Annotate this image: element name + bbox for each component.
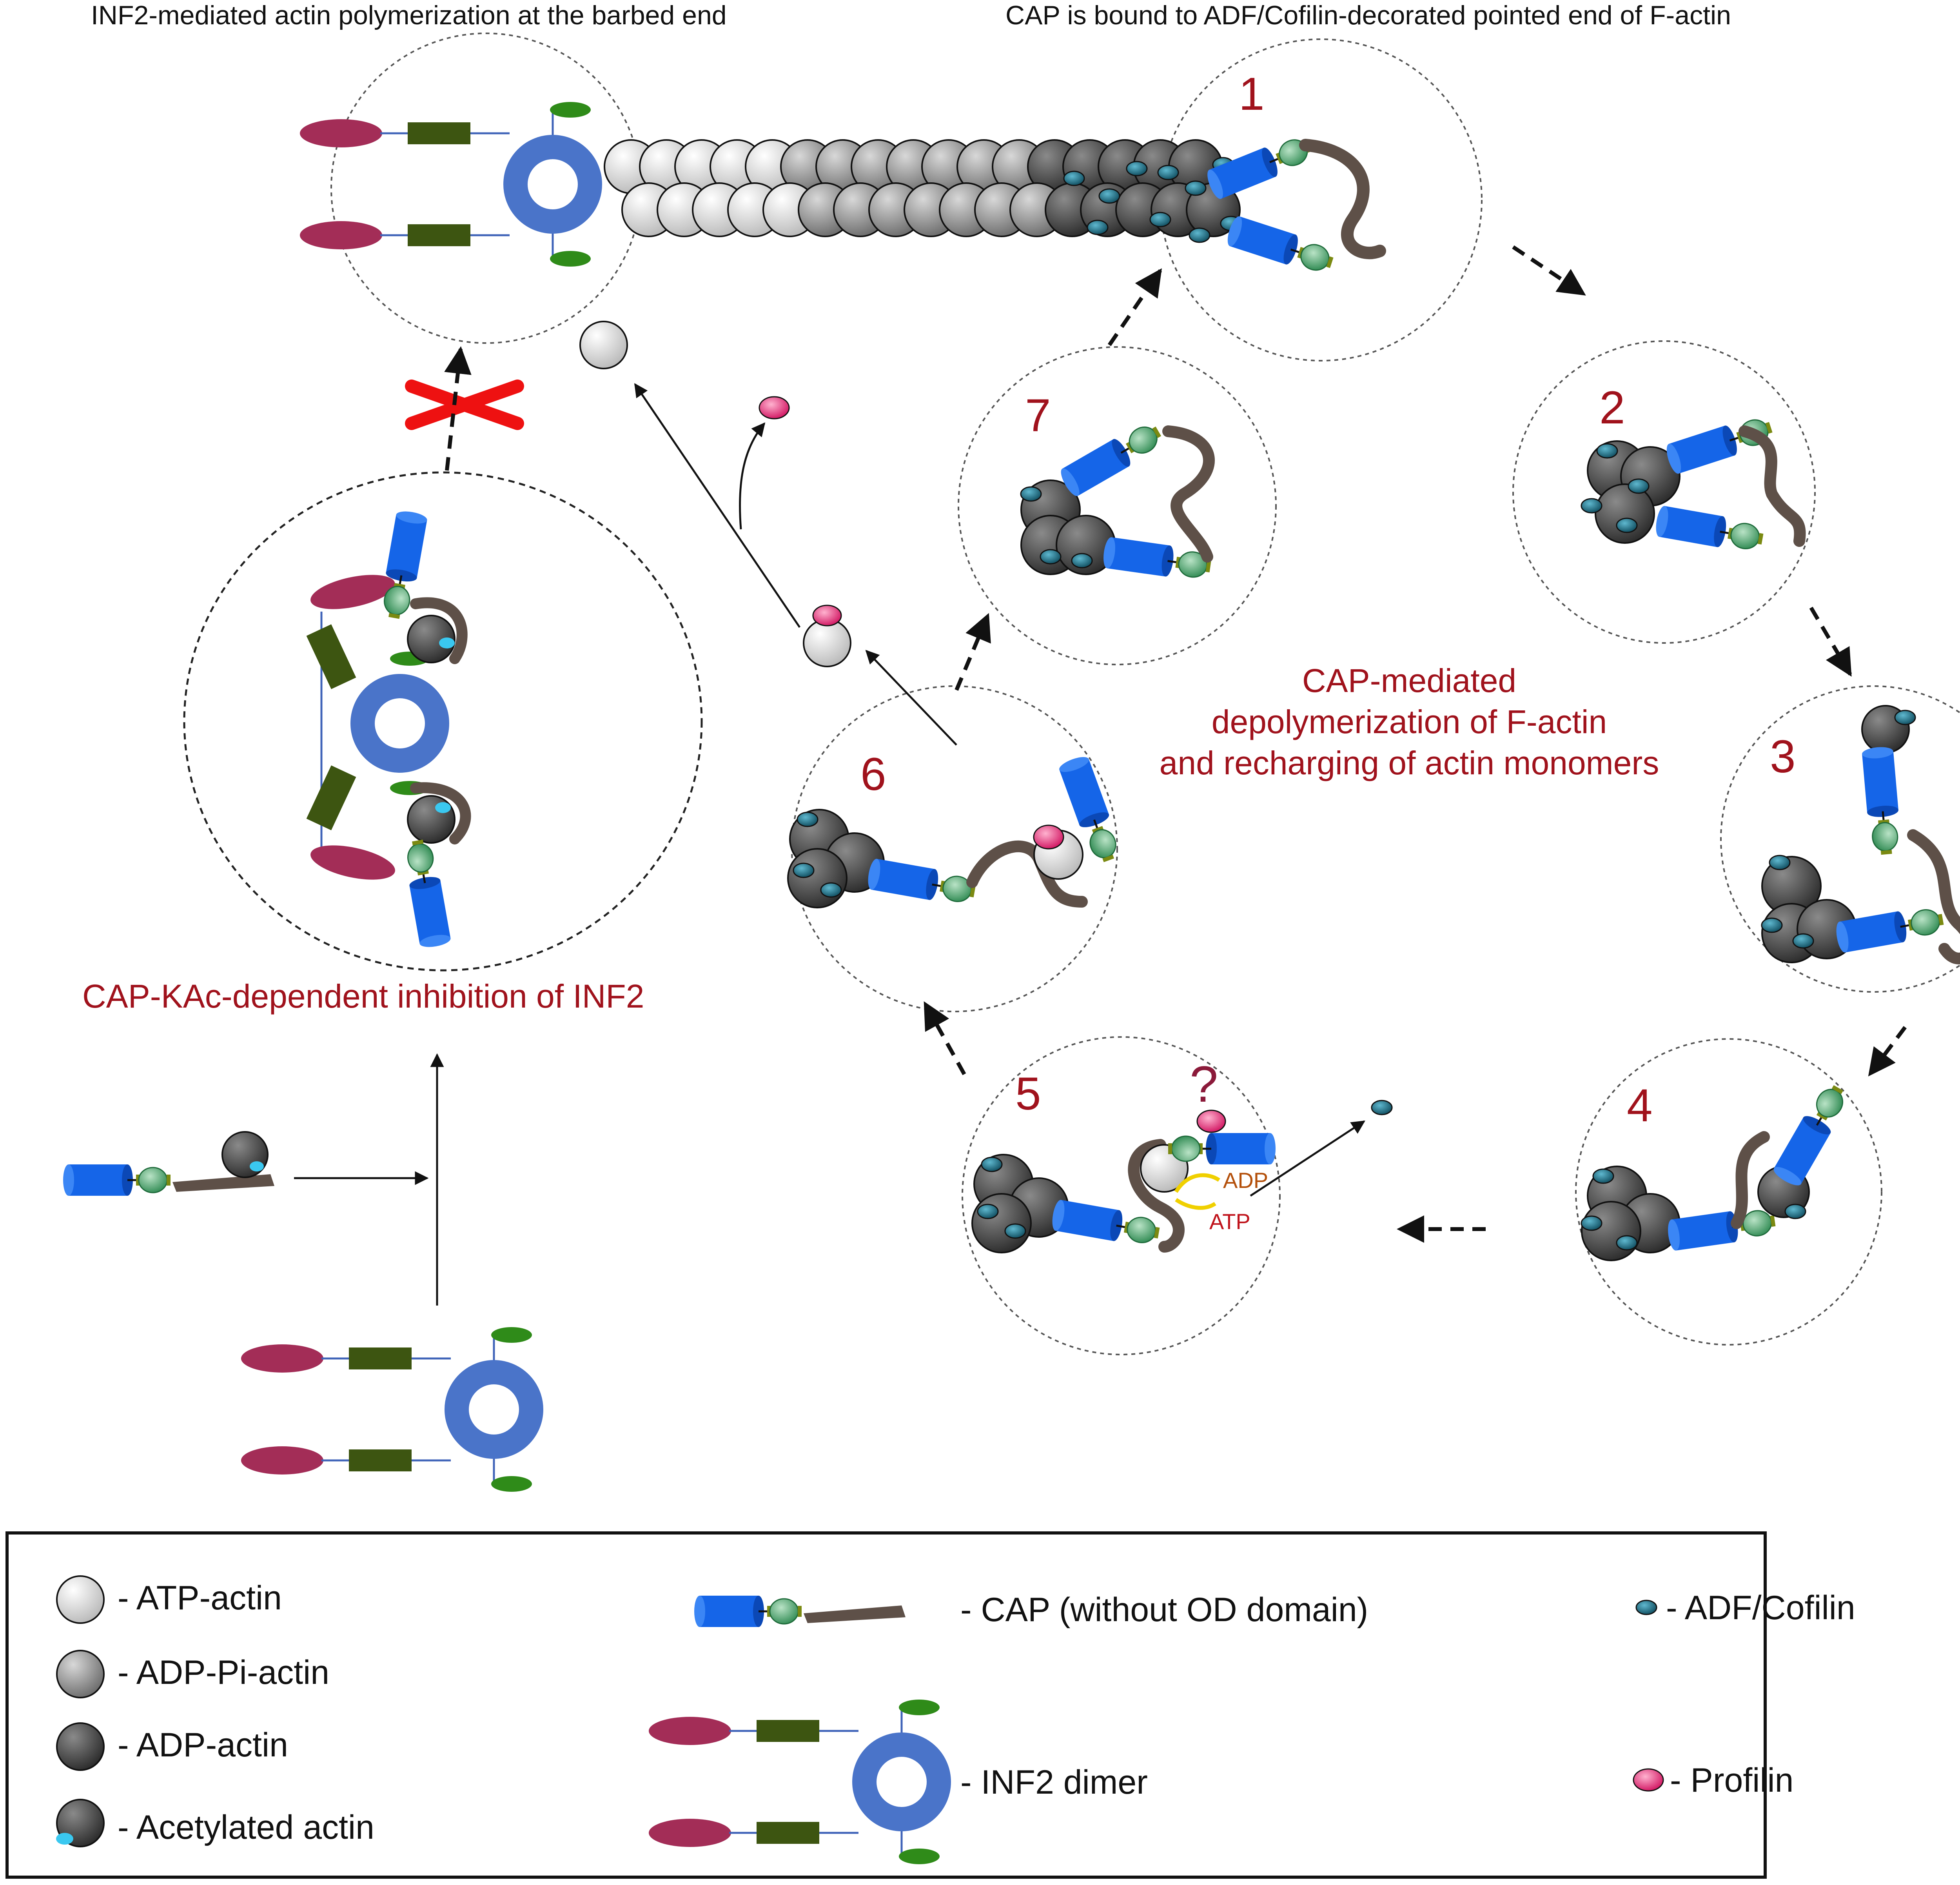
complex-cofilin: [1020, 486, 1042, 502]
step-number-4: 4: [1627, 1080, 1653, 1131]
filament-cofilin: [1126, 161, 1148, 176]
complex-cofilin: [1761, 917, 1783, 933]
question-mark: ?: [1190, 1055, 1218, 1113]
label-atp: ATP: [1209, 1209, 1250, 1234]
inf2-dimer-free: [241, 1327, 532, 1492]
label-depolymerization-line3: and recharging of actin monomers: [1160, 745, 1659, 781]
complex-cofilin: [1769, 855, 1791, 870]
free-profilin: [759, 396, 790, 419]
complex-cofilin: [981, 1157, 1003, 1172]
step-number-1: 1: [1239, 68, 1265, 120]
step-7-circle: [958, 346, 1277, 665]
step-2-circle: [1512, 340, 1816, 644]
legend-cofilin: - ADF/Cofilin: [1666, 1589, 1855, 1627]
cap-step-1: [1204, 132, 1386, 278]
complex-cofilin: [1592, 1168, 1614, 1184]
legend-profilin-icon: [1633, 1768, 1664, 1792]
legend-atp-actin-icon: [56, 1575, 105, 1624]
acetyl-mark-icon: [56, 1833, 73, 1845]
filament-cofilin: [1098, 188, 1120, 204]
complex-cofilin: [1581, 1215, 1602, 1231]
complex-cofilin: [977, 1204, 999, 1219]
dashed-arrows: [444, 245, 1907, 1243]
free-atp-actin: [579, 321, 628, 369]
label-adp: ADP: [1223, 1168, 1268, 1193]
legend-inf2: - INF2 dimer: [960, 1763, 1148, 1801]
complex-cofilin: [1616, 1235, 1638, 1251]
step-number-6: 6: [860, 748, 886, 800]
complex-cofilin: [1040, 549, 1062, 565]
legend-adp-pi-actin: - ADP-Pi-actin: [118, 1654, 329, 1691]
filament-cofilin: [1149, 212, 1171, 227]
legend-acetylated-actin: - Acetylated actin: [118, 1809, 374, 1846]
complex-cofilin: [1616, 518, 1638, 533]
solid-arrows: [294, 383, 1365, 1306]
complex-cofilin: [1004, 1223, 1026, 1239]
step-4-circle: [1575, 1038, 1882, 1346]
step-numbers: 1 2 3 4 5 6 7: [860, 68, 1796, 1131]
complex-cofilin: [1628, 478, 1650, 494]
complex-step-4: [1581, 1080, 1852, 1261]
complex-step-2: [1587, 412, 1806, 555]
complex-cofilin: [793, 863, 815, 878]
legend-adp-actin: - ADP-actin: [118, 1726, 288, 1764]
label-depolymerization-line1: CAP-mediated: [1302, 662, 1516, 699]
step-3-circle: [1720, 685, 1960, 993]
cap-inf2-inhibition-complex: [306, 509, 471, 949]
actin-filament: [604, 139, 1242, 243]
inhibition-cross: [405, 380, 524, 430]
label-inhibition: CAP-KAc-dependent inhibition of INF2: [82, 978, 644, 1015]
step-number-3: 3: [1770, 731, 1796, 783]
cap-acetylated-actin-complex: [63, 1131, 274, 1196]
legend-adp-pi-actin-icon: [56, 1650, 105, 1698]
step-number-2: 2: [1599, 382, 1625, 434]
legend-cofilin-icon: [1635, 1600, 1657, 1615]
title-polymerization: INF2-mediated actin polymerization at th…: [91, 0, 727, 30]
legend-atp-actin: - ATP-actin: [118, 1579, 282, 1617]
step-number-7: 7: [1025, 390, 1051, 441]
complex-cofilin: [1792, 933, 1814, 949]
filament-cofilin: [1189, 227, 1210, 243]
legend-profilin: - Profilin: [1670, 1762, 1793, 1799]
step-number-5: 5: [1015, 1068, 1041, 1120]
inf2-barbed-end: [300, 102, 591, 267]
profilin-atp-actin: [803, 619, 851, 667]
complex-cofilin: [1784, 1204, 1806, 1219]
legend-cap-icon: [694, 1596, 906, 1627]
filament-cofilin: [1087, 220, 1109, 235]
complex-step-5: [971, 1110, 1276, 1253]
complex-cofilin: [1071, 553, 1093, 568]
legend: - ATP-actin - ADP-Pi-actin - ADP-actin -…: [56, 1575, 1855, 1864]
complex-cofilin: [820, 882, 842, 898]
inhibition-circle: [183, 471, 703, 972]
complex-cofilin: [797, 812, 818, 827]
legend-cap: - CAP (without OD domain): [960, 1591, 1368, 1629]
filament-cofilin: [1063, 171, 1085, 186]
filament-cofilin: [1185, 180, 1207, 196]
complex-cofilin: [1596, 443, 1618, 459]
complex-cofilin: [1894, 710, 1916, 725]
label-depolymerization-line2: depolymerization of F-actin: [1212, 703, 1607, 740]
complex-cofilin: [1581, 498, 1602, 514]
step-5-circle: [962, 1036, 1281, 1355]
filament-cofilin: [1157, 165, 1179, 180]
title-cap-bound: CAP is bound to ADF/Cofilin-decorated po…: [1005, 0, 1731, 30]
profilin-on-actin: [812, 605, 842, 627]
legend-adp-actin-icon: [56, 1722, 105, 1771]
released-cofilin: [1371, 1100, 1393, 1115]
